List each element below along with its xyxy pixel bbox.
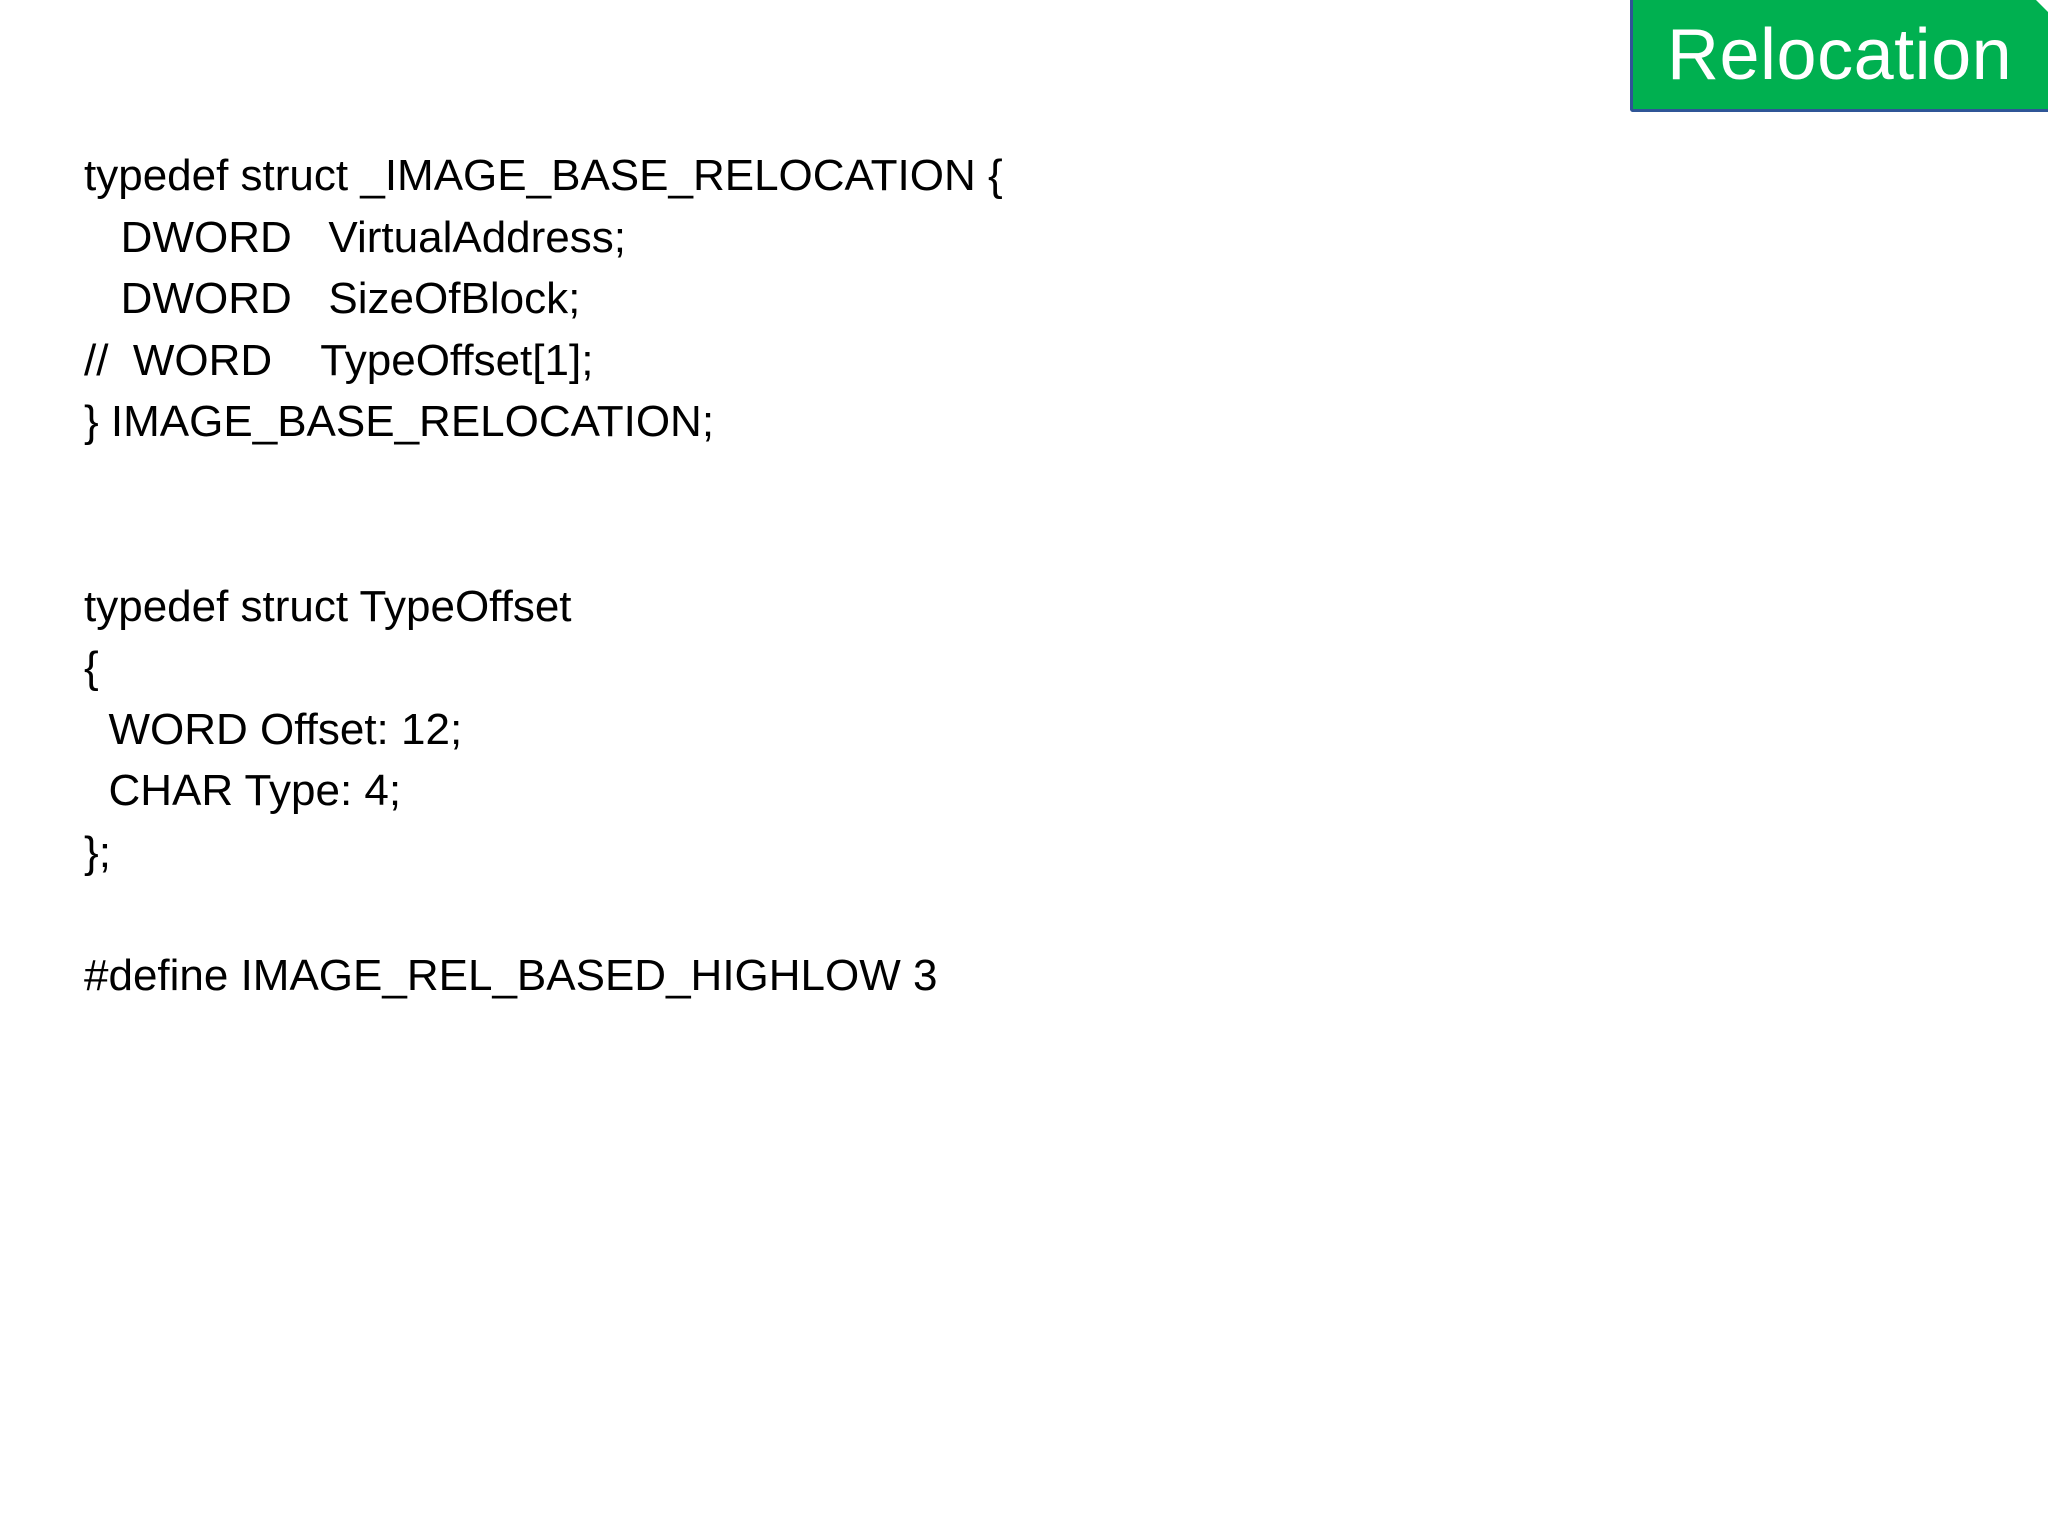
code-line-blank: [84, 453, 1003, 515]
code-line: typedef struct TypeOffset: [84, 581, 572, 631]
code-line: DWORD VirtualAddress;: [84, 212, 626, 262]
code-line-blank: [84, 514, 1003, 576]
code-line: typedef struct _IMAGE_BASE_RELOCATION {: [84, 151, 1003, 200]
slide-title-banner: Relocation: [1630, 0, 2048, 112]
code-line: #define IMAGE_REL_BASED_HIGHLOW 3: [84, 950, 938, 1000]
code-line: };: [84, 827, 111, 877]
code-line: // WORD TypeOffset[1];: [84, 335, 594, 385]
code-line: CHAR Type: 4;: [84, 766, 402, 815]
code-line: {: [84, 643, 99, 692]
code-listing: typedef struct _IMAGE_BASE_RELOCATION { …: [84, 145, 1003, 1006]
code-line: } IMAGE_BASE_RELOCATION;: [84, 397, 715, 446]
code-line: DWORD SizeOfBlock;: [84, 274, 581, 323]
slide-title: Relocation: [1667, 14, 2013, 95]
code-line: WORD Offset: 12;: [84, 704, 463, 754]
code-line-blank: [84, 883, 1003, 945]
